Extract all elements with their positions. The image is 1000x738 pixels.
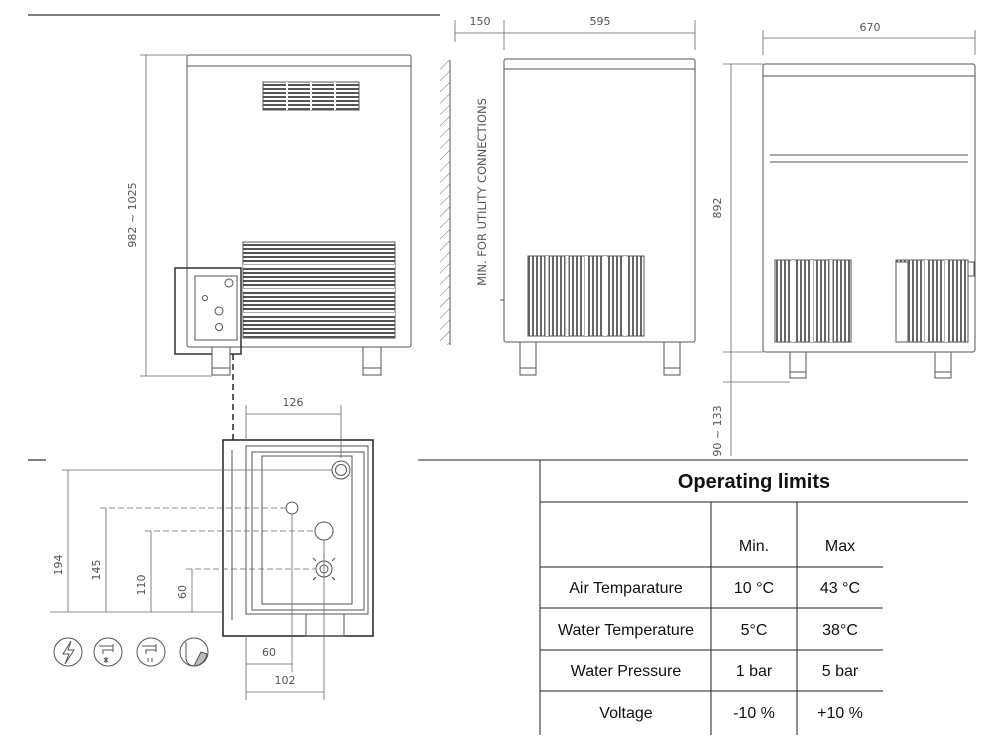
row-min: 5°C xyxy=(741,622,768,639)
row-max: 5 bar xyxy=(822,663,859,680)
detail-dimensions xyxy=(50,405,342,700)
power-connection xyxy=(285,501,299,515)
depth-view xyxy=(500,58,696,376)
h60-label: 60 xyxy=(176,585,189,599)
row-min: 1 bar xyxy=(736,663,773,680)
water-connection xyxy=(314,521,334,541)
row-label: Voltage xyxy=(599,705,652,722)
side-view xyxy=(174,54,412,376)
depth-label: 595 xyxy=(590,15,611,28)
h145-label: 145 xyxy=(90,560,103,581)
drain-connection xyxy=(331,460,351,480)
h194-label: 194 xyxy=(52,555,65,576)
row-min: -10 % xyxy=(733,705,775,722)
row-max: 43 °C xyxy=(820,580,860,597)
lightning-bolt-icon xyxy=(53,637,83,667)
water-inlet-icon xyxy=(93,637,123,667)
column-header-min: Min. xyxy=(739,538,769,555)
table-title: Operating limits xyxy=(678,471,830,493)
column-header-max: Max xyxy=(825,538,855,555)
row-label: Air Temparature xyxy=(569,580,683,597)
row-max: 38°C xyxy=(822,622,858,639)
row-max: +10 % xyxy=(817,705,863,722)
water-drain-icon xyxy=(136,637,166,667)
width-dimension xyxy=(723,30,976,456)
w102-label: 102 xyxy=(275,674,296,687)
width-label: 670 xyxy=(860,21,881,34)
rear-clearance-label: 150 xyxy=(470,15,491,28)
h110-label: 110 xyxy=(135,575,148,596)
height-dimension xyxy=(140,54,212,377)
front-view xyxy=(762,63,976,379)
body-height-label: 892 xyxy=(711,198,724,219)
operating-limits-table xyxy=(418,459,968,735)
height-range-label: 982 ~ 1025 xyxy=(126,182,139,247)
vent-icon xyxy=(179,637,209,667)
row-min: 10 °C xyxy=(734,580,774,597)
row-label: Water Temperature xyxy=(558,622,694,639)
wall xyxy=(440,60,451,345)
detail-width-label: 126 xyxy=(283,396,304,409)
leg-height-label: 90 ~ 133 xyxy=(711,405,724,456)
depth-dimension xyxy=(454,20,696,50)
connection-box xyxy=(174,267,242,355)
w60-label: 60 xyxy=(262,646,276,659)
wall-note: MIN. FOR UTILITY CONNECTIONS xyxy=(475,98,489,286)
connection-detail xyxy=(222,439,374,637)
row-label: Water Pressure xyxy=(571,663,682,680)
